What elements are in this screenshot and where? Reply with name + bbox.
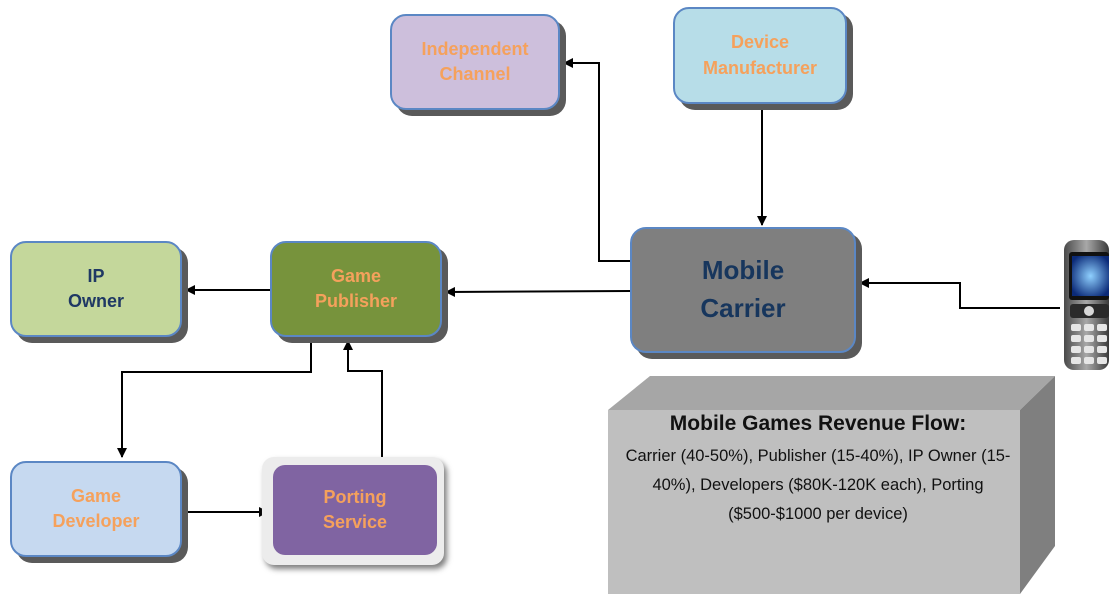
porting-service-line2: Service [322, 512, 388, 532]
mobile-phone-icon [1064, 240, 1109, 370]
node-ip-owner: IP Owner [10, 241, 182, 337]
device-manufacturer-line1: Device [730, 32, 790, 53]
ip-owner-line1: IP [87, 265, 105, 286]
info-title: Mobile Games Revenue Flow: [669, 412, 967, 435]
porting-service-line1: Porting [323, 486, 387, 507]
mobile-carrier-line2: Carrier [700, 293, 786, 323]
info-box-top [608, 376, 1055, 410]
independent-channel-line1: Independent [421, 38, 529, 59]
node-porting-service: Porting Service [273, 465, 437, 555]
node-independent-channel: Independent Channel [390, 14, 560, 110]
info-box-side [1020, 376, 1055, 594]
info-box [608, 376, 1055, 594]
arrow-carrier-to-independent [563, 58, 630, 262]
node-game-publisher: Game Publisher [270, 241, 442, 337]
ip-owner-line2: Owner [67, 291, 124, 311]
node-device-manufacturer: Device Manufacturer [673, 7, 847, 104]
info-text: Mobile Games Revenue Flow: Carrier (40-5… [612, 412, 1024, 529]
game-developer-line1: Game [70, 485, 122, 506]
arrow-phone-to-carrier [859, 278, 1060, 309]
arrow-publisher-to-developer [117, 337, 312, 458]
game-publisher-line1: Game [330, 265, 382, 286]
arrow-porting-to-publisher [343, 340, 383, 457]
mobile-carrier-line1: Mobile [701, 255, 785, 286]
game-publisher-line2: Publisher [314, 291, 398, 311]
device-manufacturer-line2: Manufacturer [702, 57, 818, 78]
arrow-carrier-to-publisher [445, 286, 631, 297]
info-box-front [608, 410, 1020, 594]
node-mobile-carrier: Mobile Carrier [630, 227, 856, 353]
game-developer-line2: Developer [52, 511, 140, 531]
node-game-developer: Game Developer [10, 461, 182, 557]
independent-channel-line2: Channel [439, 64, 511, 84]
info-body: Carrier (40-50%), Publisher (15-40%), IP… [625, 447, 1011, 523]
